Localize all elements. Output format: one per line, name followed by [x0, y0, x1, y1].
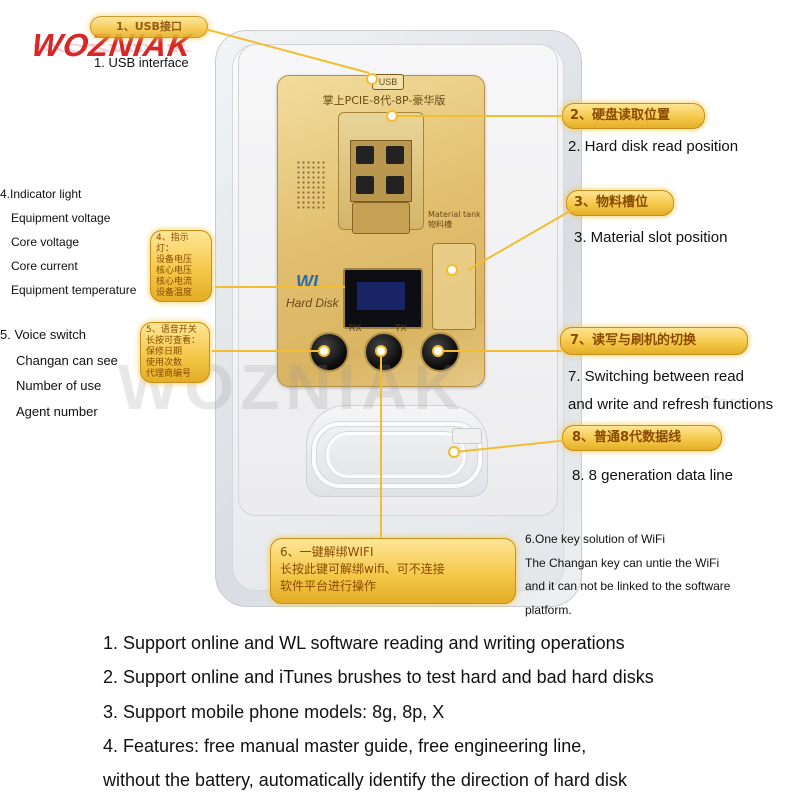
voice-switch-button[interactable] — [309, 332, 349, 372]
callout-4-en-1: Equipment voltage — [11, 211, 111, 225]
callout-7-text: 7. Switching between read and write and … — [568, 363, 773, 419]
socket-pin — [356, 146, 374, 164]
socket-pin — [386, 176, 404, 194]
callout-4-label: 4、指示灯： 设备电压 核心电压 核心电流 设备温度 — [150, 230, 212, 302]
callout-2-text: 2. Hard disk read position — [568, 138, 739, 155]
callout-6-text: 6.One key solution of WiFi The Changan k… — [525, 528, 730, 622]
rx-label: RX — [349, 323, 362, 333]
callout-5-cn-0: 5、语音开关 — [146, 325, 197, 335]
callout-5-en-2: Number of use — [16, 378, 102, 393]
callout-7-dot — [432, 345, 444, 357]
cable-plug — [452, 428, 482, 444]
callout-5-cn-2: 保修日期 — [146, 347, 183, 357]
callout-2-dot — [386, 110, 398, 122]
feature-item: 4. Features: free manual master guide, f… — [103, 736, 587, 756]
feature-item: 3. Support mobile phone models: 8g, 8p, … — [103, 702, 445, 722]
callout-6-dot — [375, 345, 387, 357]
hard-disk-label: Hard Disk — [286, 296, 339, 310]
speaker-grille — [296, 160, 326, 210]
watermark-store: Store — [700, 394, 746, 411]
display-glow — [357, 282, 405, 310]
callout-5-dot — [318, 345, 330, 357]
callout-4-en-4: Equipment temperature — [11, 283, 137, 297]
callout-8-label: 8、普通8代数据线 — [562, 425, 722, 451]
callout-3-label: 3、物料槽位 — [566, 190, 674, 216]
feature-item: 1. Support online and WL software readin… — [103, 633, 625, 653]
socket-pin — [356, 176, 374, 194]
callout-3-dot — [446, 264, 458, 276]
callout-8-text: 8. 8 generation data line — [572, 467, 733, 484]
data-cable — [312, 422, 482, 488]
callout-4-cn-4: 设备温度 — [156, 288, 193, 298]
callout-6-label: 6、一键解绑WIFI 长按此键可解绑wifi、可不连接 软件平台进行操作 — [270, 538, 516, 604]
feature-item: without the battery, automatically ident… — [103, 770, 627, 790]
tx-label: TX — [395, 323, 407, 333]
callout-5-en-1: Changan can see — [16, 352, 118, 368]
callout-5-en-3: Agent number — [16, 403, 98, 419]
callout-4-cn-1: 设备电压 — [156, 255, 193, 265]
callout-6-en-3: platform. — [525, 602, 572, 617]
callout-6-en-0: 6.One key solution of WiFi — [525, 532, 666, 546]
callout-4-cn-3: 核心电流 — [156, 277, 193, 287]
callout-6-cn-2: 软件平台进行操作 — [280, 579, 377, 593]
callout-4-en-3: Core current — [11, 259, 78, 273]
callout-4-en-0: 4.Indicator light — [0, 187, 82, 201]
callout-7-line — [440, 350, 562, 352]
socket-pin — [386, 146, 404, 164]
callout-5-line — [212, 350, 322, 352]
callout-1-dot — [366, 73, 378, 85]
callout-4-line — [215, 286, 345, 288]
callout-6-cn-1: 长按此键可解绑wifi、可不连接 — [280, 562, 445, 576]
callout-1-label: 1、USB接口 — [90, 16, 208, 38]
callout-6-en-1: The Changan key can untie the WiFi — [525, 555, 720, 570]
data-cable-loop — [326, 432, 466, 478]
callout-1-text: 1. USB interface — [94, 55, 189, 70]
callout-2-line — [392, 115, 564, 117]
socket-latch[interactable] — [352, 202, 410, 234]
callout-5-label: 5、语音开关 长按可查看： 保修日期 使用次数 代理商编号 — [140, 322, 210, 383]
wl-logo: WL — [296, 272, 324, 292]
feature-item: 2. Support online and iTunes brushes to … — [103, 667, 654, 687]
board-title: 掌上PCIE-8代-8P-豪华版 — [322, 94, 446, 107]
callout-5-cn-3: 使用次数 — [146, 358, 183, 368]
callout-3-text: 3. Material slot position — [574, 229, 728, 246]
callout-7-en-0: 7. Switching between read — [568, 368, 744, 385]
callout-4-cn-2: 核心电压 — [156, 266, 193, 276]
callout-8-dot — [448, 446, 460, 458]
callout-5-cn-4: 代理商编号 — [146, 369, 192, 379]
callout-5-cn-1: 长按可查看： — [146, 336, 201, 346]
callout-5-text: 5. Voice switch Changan can see Number o… — [0, 322, 118, 424]
callout-4-cn-0: 4、指示灯： — [156, 233, 189, 254]
callout-7-label: 7、读写与刷机的切换 — [560, 327, 748, 355]
callout-7-en-1: and write and refresh functions — [568, 396, 774, 413]
callout-6-cn-0: 6、一键解绑WIFI — [280, 545, 374, 559]
callout-5-en-0: 5. Voice switch — [0, 327, 86, 342]
callout-2-label: 2、硬盘读取位置 — [562, 103, 705, 129]
slot-label: Material tank 物料槽 — [428, 210, 481, 229]
callout-6-en-2: and it can not be linked to the software — [525, 579, 731, 593]
callout-6-line — [380, 356, 382, 542]
callout-4-text: 4.Indicator light Equipment voltage Core… — [0, 182, 136, 302]
callout-4-en-2: Core voltage — [11, 235, 80, 249]
material-slot[interactable] — [432, 243, 476, 330]
